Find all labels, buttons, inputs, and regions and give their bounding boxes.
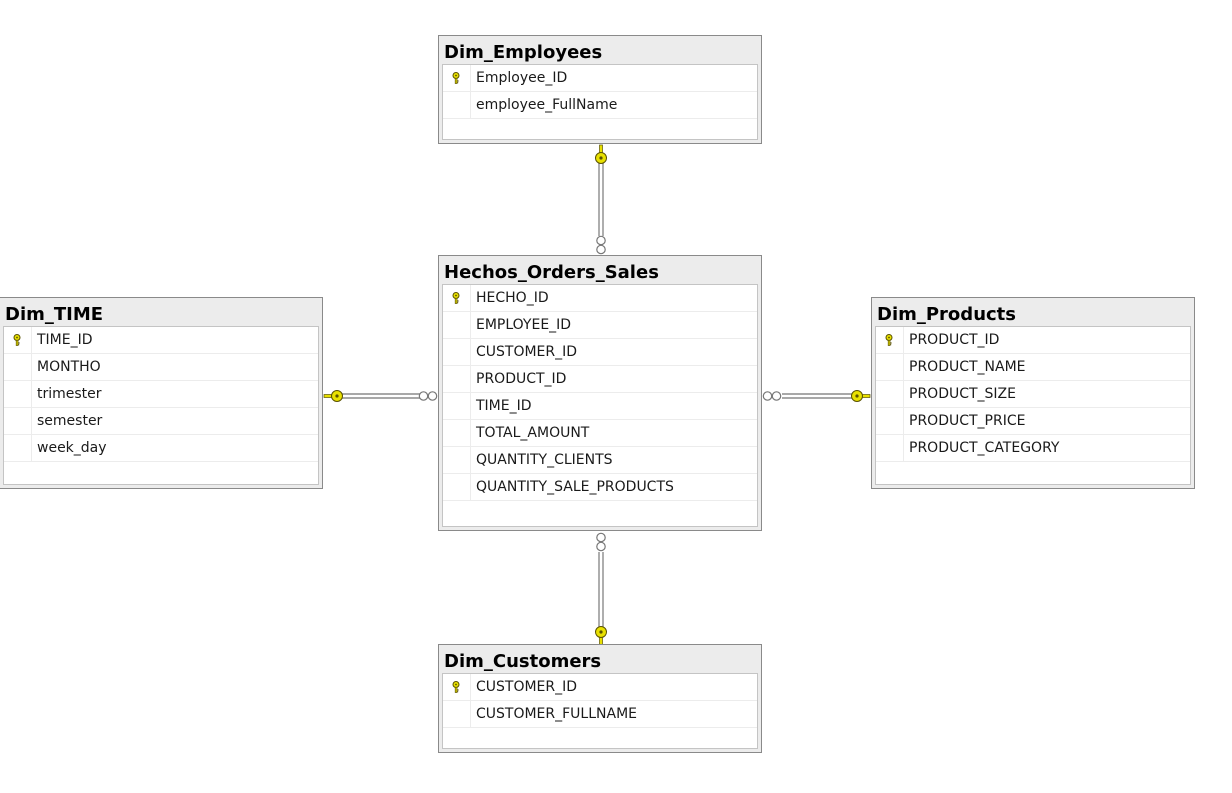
- row-selector: [876, 408, 904, 434]
- column-name: PRODUCT_SIZE: [909, 386, 1016, 402]
- table-hechos-orders-sales[interactable]: Hechos_Orders_Sales HECHO_ID EMPLOYEE_ID C…: [438, 255, 762, 531]
- column-row[interactable]: QUANTITY_SALE_PRODUCTS: [443, 474, 757, 501]
- column-name: week_day: [37, 440, 107, 456]
- primary-key-icon: [13, 334, 21, 346]
- column-name: EMPLOYEE_ID: [476, 317, 572, 333]
- column-name: trimester: [37, 386, 102, 402]
- table-dim-customers[interactable]: Dim_Customers CUSTOMER_ID CUSTOMER_FULLNA…: [438, 644, 762, 753]
- column-row[interactable]: week_day: [4, 435, 318, 462]
- column-row[interactable]: PRODUCT_ID: [876, 327, 1190, 354]
- column-row[interactable]: HECHO_ID: [443, 285, 757, 312]
- primary-key-icon: [452, 72, 460, 84]
- column-row[interactable]: semester: [4, 408, 318, 435]
- row-selector: [443, 312, 471, 338]
- column-name: PRODUCT_ID: [909, 332, 1000, 348]
- column-row[interactable]: PRODUCT_NAME: [876, 354, 1190, 381]
- row-selector: [4, 381, 32, 407]
- many-end-infinity-icon: [596, 532, 606, 552]
- column-name: HECHO_ID: [476, 290, 549, 306]
- row-selector: [876, 354, 904, 380]
- table-title: Hechos_Orders_Sales: [444, 262, 659, 283]
- column-name: TOTAL_AMOUNT: [476, 425, 590, 441]
- row-selector: [443, 285, 471, 311]
- column-list: HECHO_ID EMPLOYEE_ID CUSTOMER_ID PRODUCT_ID…: [442, 284, 758, 527]
- table-title: Dim_Customers: [444, 651, 602, 672]
- column-name: CUSTOMER_ID: [476, 679, 578, 695]
- column-row[interactable]: trimester: [4, 381, 318, 408]
- column-name: Employee_ID: [476, 70, 568, 86]
- row-selector: [4, 354, 32, 380]
- primary-key-icon: [452, 681, 460, 693]
- column-name: PRODUCT_PRICE: [909, 413, 1026, 429]
- column-name: PRODUCT_NAME: [909, 359, 1026, 375]
- column-name: PRODUCT_CATEGORY: [909, 440, 1060, 456]
- row-selector: [443, 339, 471, 365]
- column-row[interactable]: QUANTITY_CLIENTS: [443, 447, 757, 474]
- row-selector: [443, 393, 471, 419]
- table-title: Dim_TIME: [5, 304, 104, 325]
- primary-key-icon: [885, 334, 893, 346]
- column-row[interactable]: Employee_ID: [443, 65, 757, 92]
- column-row[interactable]: TIME_ID: [4, 327, 318, 354]
- row-selector: [4, 327, 32, 353]
- row-selector: [876, 327, 904, 353]
- one-end-key-icon: [851, 390, 871, 402]
- relationship-line: [598, 552, 604, 628]
- table-dim-employees[interactable]: Dim_Employees Employee_ID employee_FullNa…: [438, 35, 762, 144]
- column-row[interactable]: CUSTOMER_FULLNAME: [443, 701, 757, 728]
- column-name: TIME_ID: [476, 398, 532, 414]
- table-title: Dim_Employees: [444, 42, 603, 63]
- row-selector: [443, 474, 471, 500]
- row-selector: [4, 408, 32, 434]
- column-row[interactable]: TIME_ID: [443, 393, 757, 420]
- column-row[interactable]: EMPLOYEE_ID: [443, 312, 757, 339]
- column-row[interactable]: PRODUCT_SIZE: [876, 381, 1190, 408]
- column-row[interactable]: PRODUCT_PRICE: [876, 408, 1190, 435]
- column-list: PRODUCT_ID PRODUCT_NAME PRODUCT_SIZE PRODUC…: [875, 326, 1191, 485]
- one-end-key-icon: [595, 626, 607, 646]
- one-end-key-icon: [595, 144, 607, 164]
- column-row[interactable]: CUSTOMER_ID: [443, 339, 757, 366]
- row-selector: [443, 447, 471, 473]
- column-name: semester: [37, 413, 103, 429]
- column-row[interactable]: PRODUCT_CATEGORY: [876, 435, 1190, 462]
- many-end-infinity-icon: [762, 391, 782, 401]
- row-selector: [443, 701, 471, 727]
- column-row[interactable]: PRODUCT_ID: [443, 366, 757, 393]
- relationship-line: [342, 393, 420, 399]
- row-selector: [443, 420, 471, 446]
- column-name: TIME_ID: [37, 332, 93, 348]
- relationship-line: [598, 160, 604, 236]
- column-name: QUANTITY_CLIENTS: [476, 452, 613, 468]
- column-name: employee_FullName: [476, 97, 618, 113]
- row-selector: [876, 381, 904, 407]
- row-selector: [443, 366, 471, 392]
- row-selector: [876, 435, 904, 461]
- table-dim-time[interactable]: Dim_TIME TIME_ID MONTHO trimester semester w…: [0, 297, 323, 489]
- row-selector: [443, 92, 471, 118]
- column-list: TIME_ID MONTHO trimester semester week_day: [3, 326, 319, 485]
- primary-key-icon: [452, 292, 460, 304]
- row-selector: [443, 65, 471, 91]
- column-list: CUSTOMER_ID CUSTOMER_FULLNAME: [442, 673, 758, 749]
- one-end-key-icon: [323, 390, 343, 402]
- row-selector: [4, 435, 32, 461]
- column-row[interactable]: CUSTOMER_ID: [443, 674, 757, 701]
- column-name: PRODUCT_ID: [476, 371, 567, 387]
- relationship-line: [782, 393, 852, 399]
- many-end-infinity-icon: [418, 391, 438, 401]
- column-row[interactable]: employee_FullName: [443, 92, 757, 119]
- column-row[interactable]: TOTAL_AMOUNT: [443, 420, 757, 447]
- column-row[interactable]: MONTHO: [4, 354, 318, 381]
- table-title: Dim_Products: [877, 304, 1016, 325]
- column-name: MONTHO: [37, 359, 101, 375]
- column-list: Employee_ID employee_FullName: [442, 64, 758, 140]
- column-name: CUSTOMER_FULLNAME: [476, 706, 638, 722]
- row-selector: [443, 674, 471, 700]
- many-end-infinity-icon: [596, 235, 606, 255]
- column-name: CUSTOMER_ID: [476, 344, 578, 360]
- column-name: QUANTITY_SALE_PRODUCTS: [476, 479, 674, 495]
